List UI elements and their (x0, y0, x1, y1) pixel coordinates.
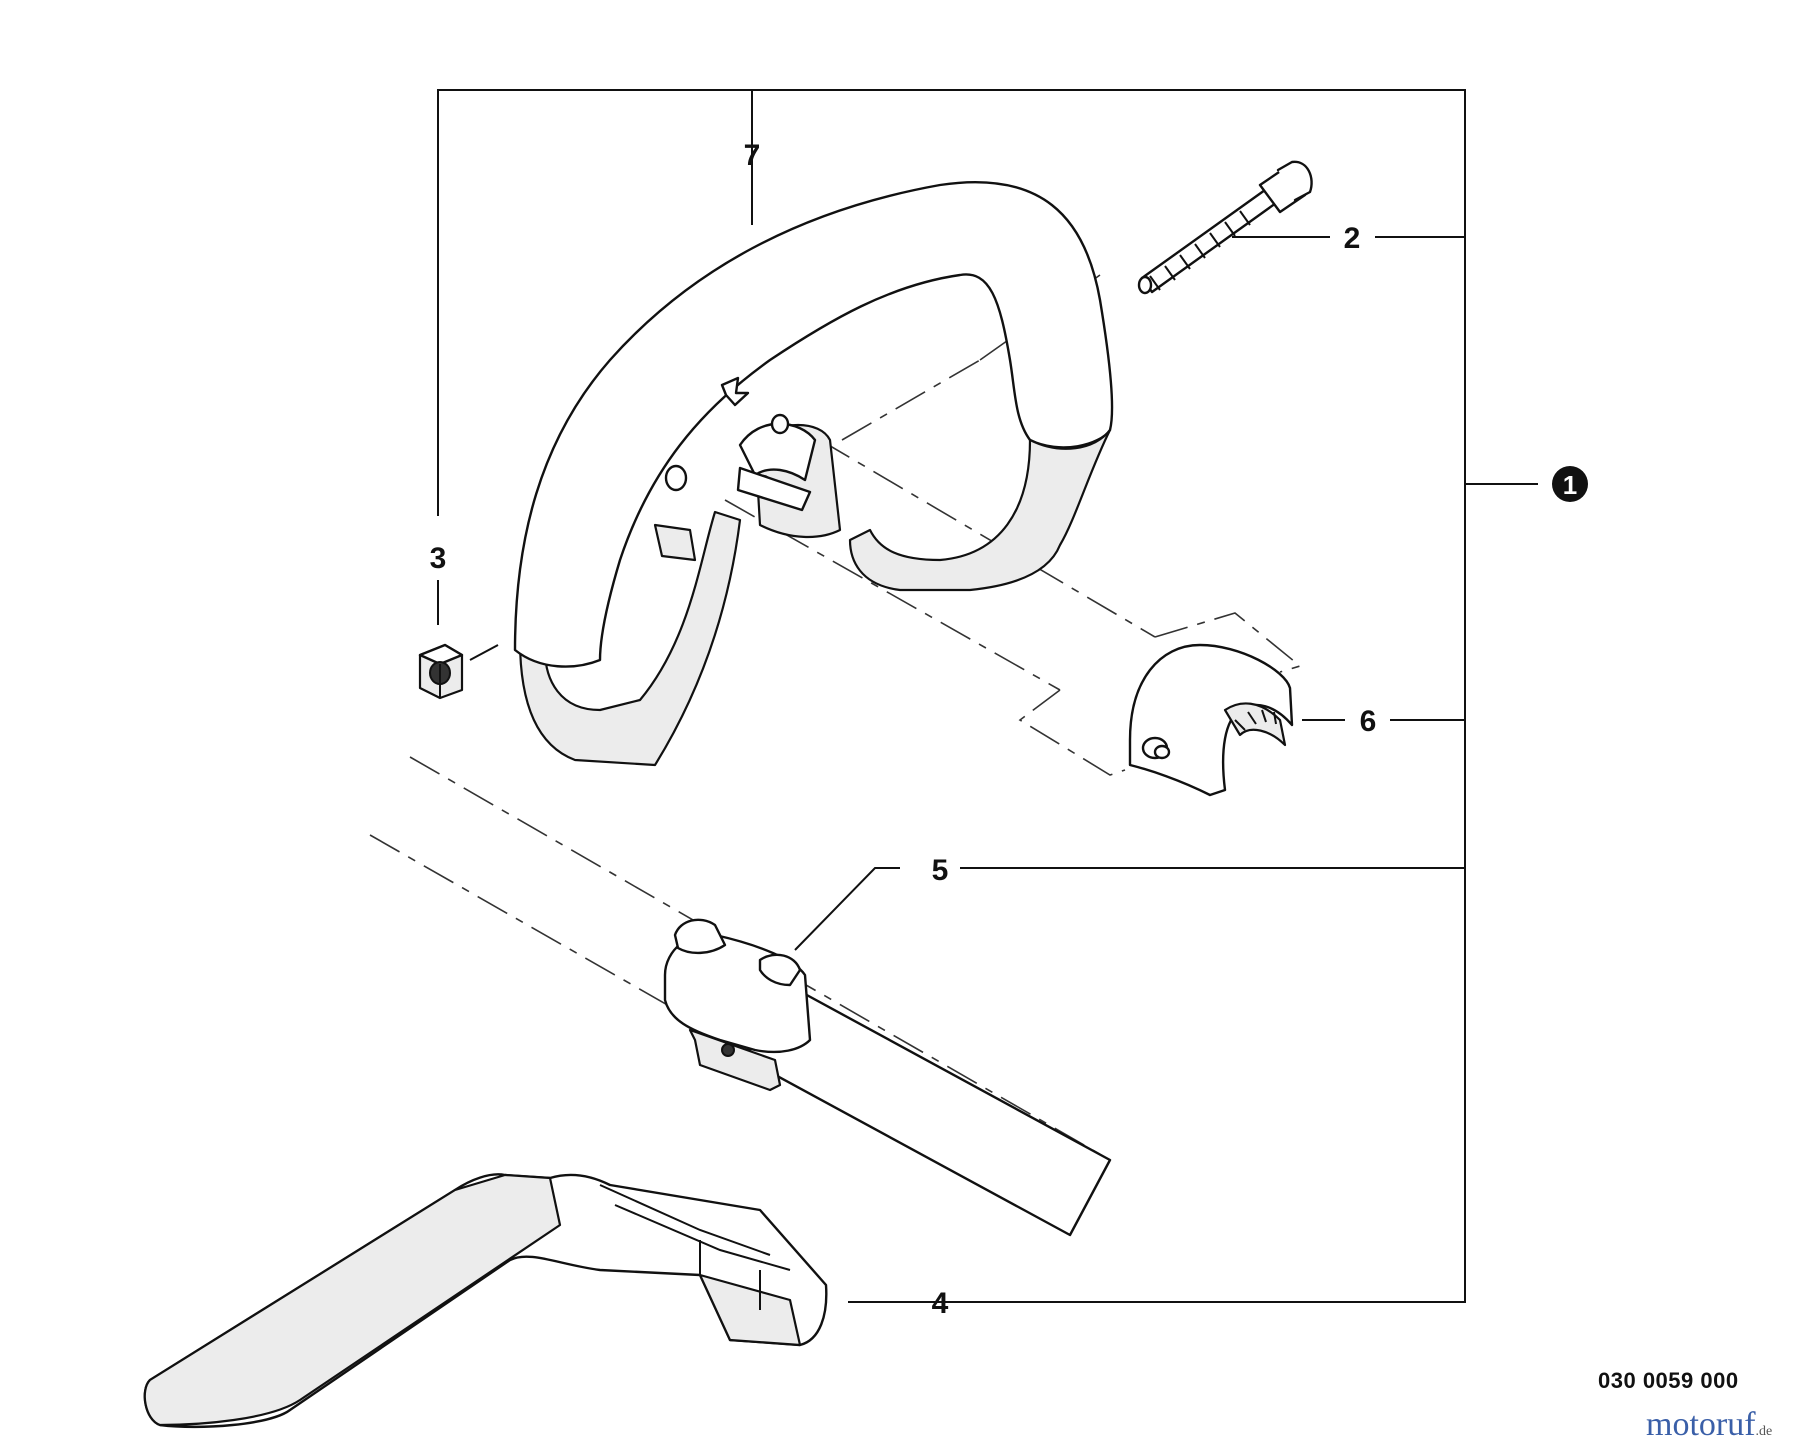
callout-labels: 7 2 1 3 6 5 4 (430, 139, 1588, 1320)
callout-6: 6 (1360, 705, 1377, 738)
callout-5: 5 (932, 854, 949, 887)
callout-3: 3 (430, 542, 447, 575)
clamp-cap-part (1128, 643, 1294, 797)
figure-code: 030 0059 000 (1598, 1368, 1739, 1393)
callout-2: 2 (1344, 222, 1361, 255)
callout-1: 1 (1563, 470, 1577, 500)
loop-handle-part (513, 180, 1114, 767)
callout-7: 7 (744, 139, 761, 172)
square-nut-part (418, 643, 499, 700)
callout-4: 4 (932, 1287, 949, 1320)
watermark-logo: motoruf.de (1646, 1406, 1772, 1444)
callout-1-badge (1552, 466, 1588, 502)
watermark-suffix: .de (1755, 1424, 1773, 1439)
hand-guard-part (143, 1173, 828, 1429)
watermark-name: motoruf (1646, 1406, 1756, 1443)
pipe-clamp-part (663, 918, 812, 1092)
bolt-part (1137, 160, 1313, 295)
callout-frame (437, 89, 1538, 1303)
